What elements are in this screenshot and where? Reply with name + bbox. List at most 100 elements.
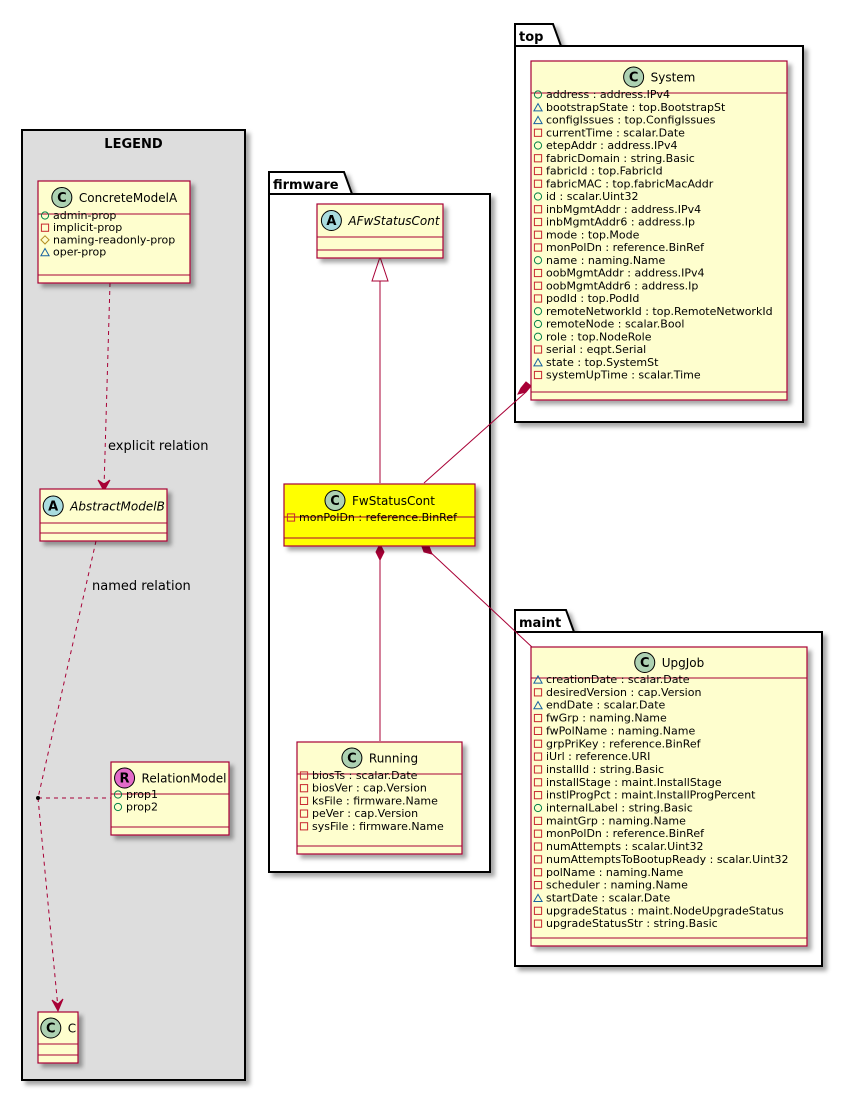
private-icon bbox=[533, 791, 543, 800]
protected-icon bbox=[40, 235, 50, 245]
attribute-row: upgradeStatusStr : string.Basic bbox=[533, 917, 718, 930]
private-icon bbox=[533, 842, 543, 851]
package-icon bbox=[533, 893, 543, 903]
generalization-triangle bbox=[371, 255, 389, 282]
attribute-text: oobMgmtAddr6 : address.Ip bbox=[546, 279, 698, 292]
private-icon bbox=[533, 739, 543, 748]
attribute-row: role : top.NodeRole bbox=[533, 330, 652, 343]
private-icon bbox=[533, 243, 543, 252]
edge-explicit-relation bbox=[103, 282, 111, 489]
attribute-text: numAttemptsToBootupReady : scalar.Uint32 bbox=[546, 853, 789, 866]
attribute-text: endDate : scalar.Date bbox=[546, 699, 666, 712]
public-icon bbox=[533, 307, 543, 316]
public-icon bbox=[533, 192, 543, 201]
attribute-text: polName : naming.Name bbox=[546, 866, 684, 879]
attribute-row: creationDate : scalar.Date bbox=[533, 673, 690, 686]
attribute-text: inbMgmtAddr6 : address.Ip bbox=[546, 216, 695, 229]
public-icon bbox=[533, 803, 543, 813]
private-icon bbox=[40, 223, 50, 232]
package-maint-title: maint bbox=[519, 616, 561, 631]
private-icon bbox=[533, 765, 543, 774]
attribute-text: fabricId : top.FabricId bbox=[546, 165, 663, 178]
private-icon bbox=[299, 822, 309, 831]
private-icon bbox=[299, 771, 309, 780]
attribute-row: oobMgmtAddr : address.IPv4 bbox=[533, 267, 705, 280]
private-icon bbox=[533, 752, 543, 761]
public-icon bbox=[113, 790, 123, 799]
private-icon bbox=[533, 345, 543, 354]
attribute-row: fabricId : top.FabricId bbox=[533, 165, 663, 178]
attribute-text: startDate : scalar.Date bbox=[546, 891, 670, 904]
class-name: Running bbox=[369, 752, 418, 766]
attribute-row: id : scalar.Uint32 bbox=[533, 190, 638, 203]
private-icon bbox=[533, 217, 543, 227]
private-icon bbox=[286, 513, 296, 522]
attribute-text: systemUpTime : scalar.Time bbox=[546, 369, 701, 382]
private-icon bbox=[533, 370, 543, 380]
attribute-text: installStage : maint.InstallStage bbox=[546, 776, 722, 789]
attribute-text: creationDate : scalar.Date bbox=[546, 673, 690, 686]
attribute-row: numAttempts : scalar.Uint32 bbox=[533, 840, 704, 853]
class-concrete-model-a[interactable]: ConcreteModelACadmin-propimplicit-propna… bbox=[37, 180, 191, 284]
attribute-text: scheduler : naming.Name bbox=[546, 879, 688, 892]
attribute-text: id : scalar.Uint32 bbox=[546, 190, 638, 203]
public-icon bbox=[533, 141, 543, 150]
package-icon bbox=[533, 674, 543, 684]
private-icon bbox=[299, 796, 309, 805]
attribute-row: remoteNetworkId : top.RemoteNetworkId bbox=[533, 305, 773, 318]
class-name: ConcreteModelA bbox=[79, 191, 178, 205]
private-icon bbox=[299, 809, 309, 818]
attribute-row: endDate : scalar.Date bbox=[533, 699, 666, 712]
private-icon bbox=[533, 778, 543, 787]
class-badge-icon: C bbox=[341, 747, 363, 769]
attribute-row: bootstrapState : top.BootstrapSt bbox=[533, 101, 726, 114]
attribute-text: numAttempts : scalar.Uint32 bbox=[546, 840, 704, 853]
attribute-text: peVer : cap.Version bbox=[312, 807, 418, 820]
private-icon bbox=[533, 881, 543, 890]
attribute-text: maintGrp : naming.Name bbox=[546, 814, 686, 827]
public-icon bbox=[533, 256, 543, 265]
private-icon bbox=[533, 855, 543, 864]
label-explicit-relation: explicit relation bbox=[108, 439, 208, 454]
public-icon bbox=[113, 802, 123, 812]
private-icon bbox=[533, 726, 543, 735]
attribute-text: bootstrapState : top.BootstrapSt bbox=[546, 101, 726, 114]
attribute-row: remoteNode : scalar.Bool bbox=[533, 318, 684, 331]
class-badge-icon: C bbox=[623, 66, 645, 88]
edge-system-composition bbox=[423, 391, 527, 484]
attribute-row: startDate : scalar.Date bbox=[533, 891, 670, 904]
abstract-badge-icon: A bbox=[320, 210, 342, 231]
private-icon bbox=[533, 868, 543, 877]
attribute-row: prop1 bbox=[113, 788, 158, 801]
package-icon bbox=[533, 700, 543, 710]
attribute-row: inbMgmtAddr : address.IPv4 bbox=[533, 203, 701, 216]
private-icon bbox=[299, 784, 309, 793]
attribute-row: podId : top.PodId bbox=[533, 292, 639, 305]
private-icon bbox=[533, 906, 543, 915]
abstract-badge-icon: A bbox=[42, 495, 64, 517]
public-icon bbox=[533, 319, 543, 329]
attribute-row: prop2 bbox=[113, 801, 158, 814]
attribute-text: internalLabel : string.Basic bbox=[546, 802, 693, 815]
public-icon bbox=[533, 332, 543, 341]
class-c[interactable]: CC bbox=[37, 1011, 79, 1064]
composition-diamond-system bbox=[517, 381, 532, 395]
badge-letter: A bbox=[48, 500, 58, 515]
attribute-text: ksFile : firmware.Name bbox=[312, 794, 438, 807]
package-legend: LEGEND bbox=[21, 129, 246, 1081]
composition-diamond-running bbox=[375, 542, 385, 562]
attribute-row: upgradeStatus : maint.NodeUpgradeStatus bbox=[533, 904, 784, 917]
class-badge-icon: C bbox=[634, 652, 656, 673]
edges bbox=[37, 281, 534, 1009]
private-icon bbox=[533, 230, 543, 239]
attribute-row: maintGrp : naming.Name bbox=[533, 814, 686, 827]
attribute-row: admin-prop bbox=[40, 209, 116, 222]
attribute-text: inbMgmtAddr : address.IPv4 bbox=[546, 203, 701, 216]
